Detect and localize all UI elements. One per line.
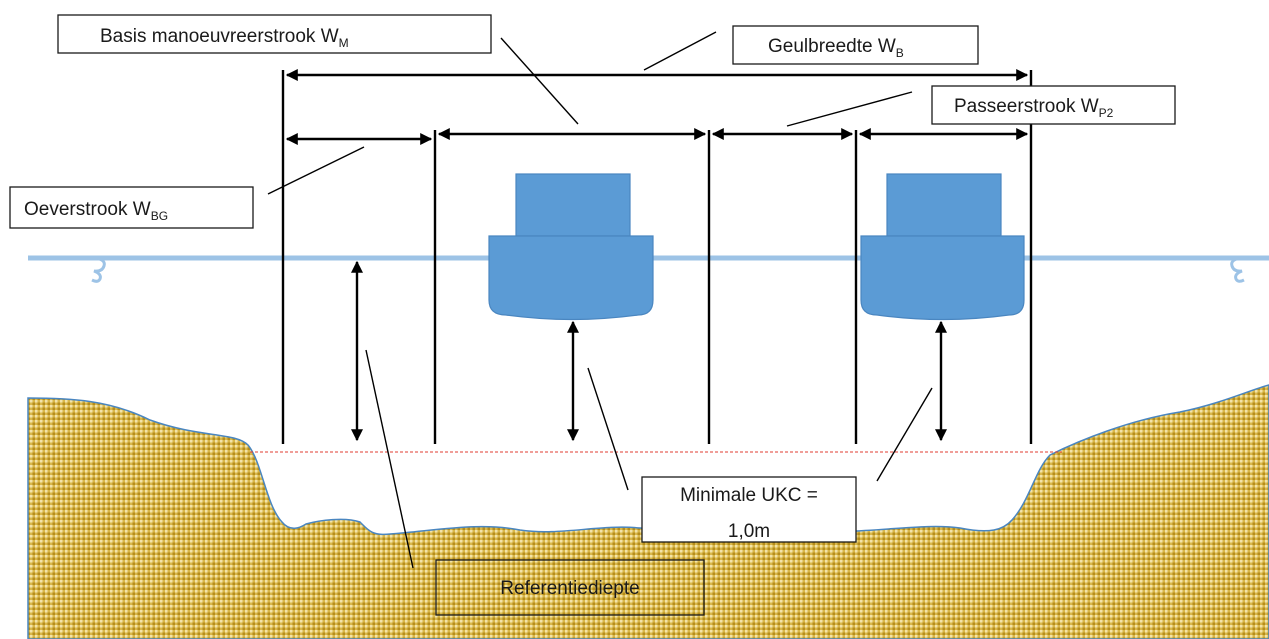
svg-text:Passeerstrook WP2: Passeerstrook WP2 <box>954 96 1114 120</box>
water-curl-icon <box>1230 256 1245 283</box>
label-oeverstrook: Oeverstrook WBG <box>9 186 254 229</box>
label-basis-sub: M <box>339 36 349 50</box>
label-basis-text: Basis manoeuvreerstrook W <box>100 26 339 47</box>
label-ukc-line2: 1,0m <box>728 521 770 542</box>
leader-passeer <box>786 91 913 127</box>
label-oever-sub: BG <box>151 209 168 223</box>
ship-right <box>860 173 1025 321</box>
leader-basis <box>500 37 579 125</box>
label-geul-sub: B <box>896 46 904 60</box>
label-geulbreedte: Geulbreedte WB <box>732 25 979 65</box>
ship-left <box>488 173 654 321</box>
label-passeer-text: Passeerstrook W <box>954 96 1099 117</box>
label-passeerstrook: Passeerstrook WP2 <box>931 85 1176 125</box>
svg-text:Oeverstrook WBG: Oeverstrook WBG <box>24 199 168 223</box>
leader-ukc-right <box>876 387 933 482</box>
svg-text:Geulbreedte WB: Geulbreedte WB <box>768 36 904 60</box>
label-referentiediepte: Referentiediepte <box>435 559 705 616</box>
leader-referentie <box>365 349 414 569</box>
seabed <box>27 384 1269 639</box>
label-oever-text: Oeverstrook W <box>24 199 151 220</box>
label-minimale-ukc: Minimale UKC = 1,0m <box>641 476 857 543</box>
label-referentie-text: Referentiediepte <box>500 578 639 599</box>
label-passeer-sub: P2 <box>1099 106 1114 120</box>
label-basis-manoeuvreerstrook: Basis manoeuvreerstrook WM <box>57 14 492 54</box>
water-curl-icon <box>91 256 106 283</box>
svg-text:Basis manoeuvreerstrook WM: Basis manoeuvreerstrook WM <box>100 26 349 50</box>
label-ukc-line1: Minimale UKC = <box>680 485 818 506</box>
label-geul-text: Geulbreedte W <box>768 36 896 57</box>
leader-oever <box>267 146 365 195</box>
leader-ukc-left <box>587 367 629 491</box>
leader-geul <box>643 31 717 71</box>
